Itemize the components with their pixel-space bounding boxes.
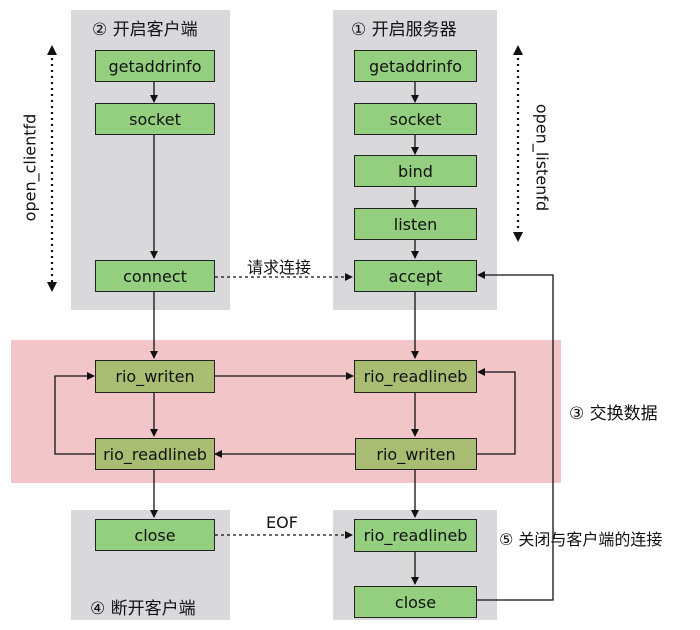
node-client-close: close	[95, 519, 215, 551]
node-client-rio-writen: rio_writen	[95, 360, 215, 393]
node-server-rio-readlineb-eof: rio_readlineb	[354, 519, 477, 552]
client-range-top-arrow	[47, 45, 57, 55]
node-client-getaddrinfo: getaddrinfo	[95, 50, 215, 82]
node-client-socket: socket	[95, 103, 215, 135]
edge-s-close-accept	[477, 271, 554, 601]
server-range-bottom-arrow	[513, 232, 523, 242]
node-server-accept: accept	[354, 260, 477, 292]
server-open-title: ① 开启服务器	[351, 20, 457, 40]
client-range-bottom-arrow	[47, 282, 57, 292]
node-client-connect: connect	[95, 260, 215, 292]
exchange-title: ③ 交换数据	[569, 404, 658, 424]
node-server-bind: bind	[354, 155, 477, 187]
client-side-label: open_clientfd	[20, 113, 40, 222]
server-close-note: ⑤ 关闭与客户端的连接	[499, 530, 663, 549]
node-server-rio-readlineb: rio_readlineb	[354, 360, 477, 393]
node-server-listen: listen	[354, 208, 477, 240]
node-server-socket: socket	[354, 103, 477, 135]
request-label: 请求连接	[247, 258, 312, 277]
eof-label: EOF	[266, 513, 298, 532]
node-client-rio-readlineb: rio_readlineb	[95, 438, 215, 470]
client-close-title: ④ 断开客户端	[90, 599, 196, 619]
node-server-rio-writen: rio_writen	[355, 438, 477, 470]
edge-s-writen-loop	[477, 368, 516, 455]
server-range-top-arrow	[513, 45, 523, 55]
edge-c-readlineb-loop	[54, 372, 95, 455]
node-server-close: close	[354, 586, 477, 618]
client-open-title: ② 开启客户端	[92, 20, 198, 40]
server-side-label: open_listenfd	[532, 103, 552, 212]
node-server-getaddrinfo: getaddrinfo	[354, 50, 477, 82]
